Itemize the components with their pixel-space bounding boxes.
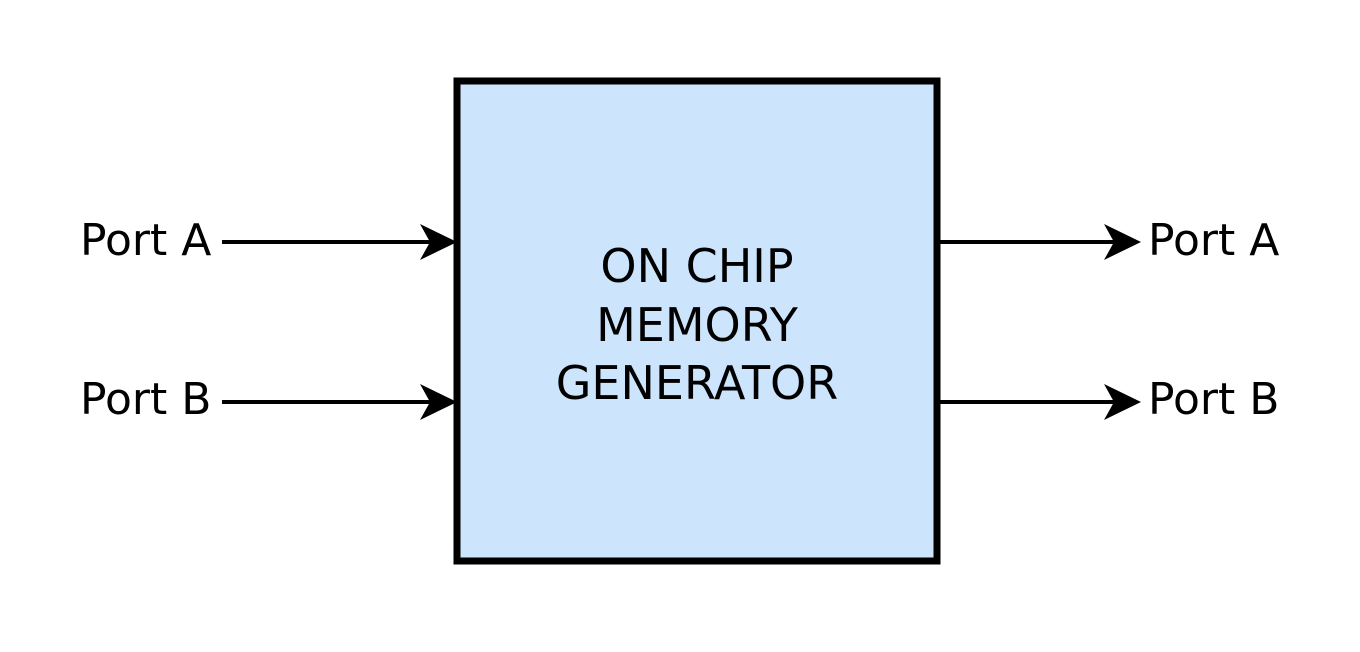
input-port-b-arrowhead <box>420 384 457 420</box>
output-port-a-arrowhead <box>1104 224 1141 260</box>
input-port-a-label: Port A <box>80 215 211 266</box>
input-port-b-label: Port B <box>80 374 211 425</box>
output-port-b-label: Port B <box>1148 374 1279 425</box>
input-port-a-arrowhead <box>420 224 457 260</box>
block-label-line-2: MEMORY <box>596 298 799 352</box>
output-port-b-arrowhead <box>1104 384 1141 420</box>
output-port-a-label: Port A <box>1148 215 1279 266</box>
block-label-line-1: ON CHIP <box>600 239 793 293</box>
block-label-line-3: GENERATOR <box>556 356 838 410</box>
memory-generator-block <box>453 77 941 565</box>
